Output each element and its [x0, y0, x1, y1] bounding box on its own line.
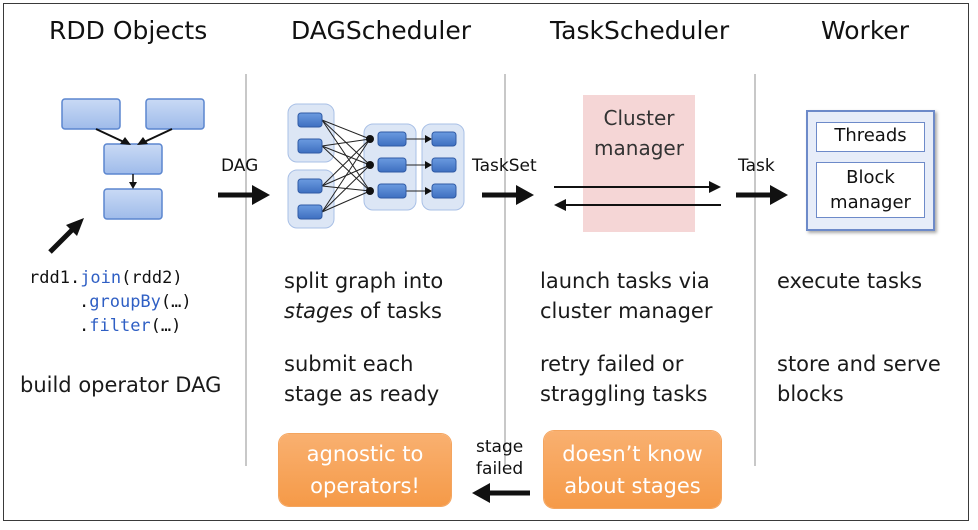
task-text-line-2: cluster manager [540, 299, 713, 323]
task-node [297, 204, 323, 220]
task-node [297, 138, 323, 154]
task-node [431, 183, 457, 199]
worker-text-line-3: blocks [777, 382, 844, 406]
column-dividers [245, 74, 756, 466]
task-node [377, 183, 407, 199]
dag-text-line-1: split graph into [284, 269, 444, 293]
rdd-node-2 [145, 98, 205, 130]
task-text-line-1: launch tasks via [540, 269, 710, 293]
task-node [297, 112, 323, 128]
dag-arrow [218, 185, 270, 205]
header-worker: Worker [821, 16, 910, 45]
taskset-arrow [482, 185, 534, 205]
rdd-operator-dag [48, 98, 205, 254]
task-node [431, 131, 457, 147]
diagram-frame: RDD Objects DAGScheduler TaskScheduler W… [3, 3, 969, 521]
code-line-filter: .filter(…) [79, 316, 182, 336]
dag-text-line-3: submit each [284, 352, 414, 376]
agnostic-note: agnostic to operators! [279, 434, 451, 506]
stage-failed-arrow [472, 483, 530, 503]
task-text-line-4: straggling tasks [540, 382, 708, 406]
threads-box: Threads [816, 122, 925, 152]
header-dagscheduler: DAGScheduler [291, 16, 472, 45]
stage-failed-label: stage failed [476, 437, 524, 479]
code-line-groupby: .groupBy(…) [79, 292, 192, 312]
dag-stage-graph [287, 103, 465, 229]
dag-arrow-label: DAG [221, 156, 259, 176]
task-node [377, 131, 407, 147]
rdd-caption: build operator DAG [20, 373, 222, 397]
dag-text-line-2: stages of tasks [284, 299, 442, 323]
cluster-arrows [554, 181, 721, 211]
rdd-edge-2 [141, 128, 173, 144]
header-rdd-objects: RDD Objects [49, 16, 208, 45]
block-manager-box: Block manager [816, 162, 925, 218]
task-arrow-label: Task [738, 156, 775, 176]
worker-text-line-1: execute tasks [777, 269, 923, 293]
worker-box: Threads Block manager [806, 110, 935, 231]
worker-text-line-2: store and serve [777, 352, 941, 376]
doesnt-know-stages-note: doesn’t know about stages [544, 431, 721, 508]
task-node [377, 157, 407, 173]
rdd-node-1 [61, 98, 121, 130]
rdd-node-4 [103, 188, 163, 220]
rdd-node-3 [103, 143, 163, 175]
task-node [297, 178, 323, 194]
dag-text-line-4: stage as ready [284, 382, 440, 406]
task-arrow [736, 185, 788, 205]
task-text-line-3: retry failed or [540, 352, 684, 376]
header-taskscheduler: TaskScheduler [550, 16, 730, 45]
taskset-arrow-label: TaskSet [472, 156, 537, 176]
rdd-edge-1 [95, 128, 127, 144]
cluster-manager-box: Cluster manager [583, 95, 695, 232]
task-node [431, 157, 457, 173]
code-line-join: rdd1.join(rdd2) [29, 268, 183, 288]
